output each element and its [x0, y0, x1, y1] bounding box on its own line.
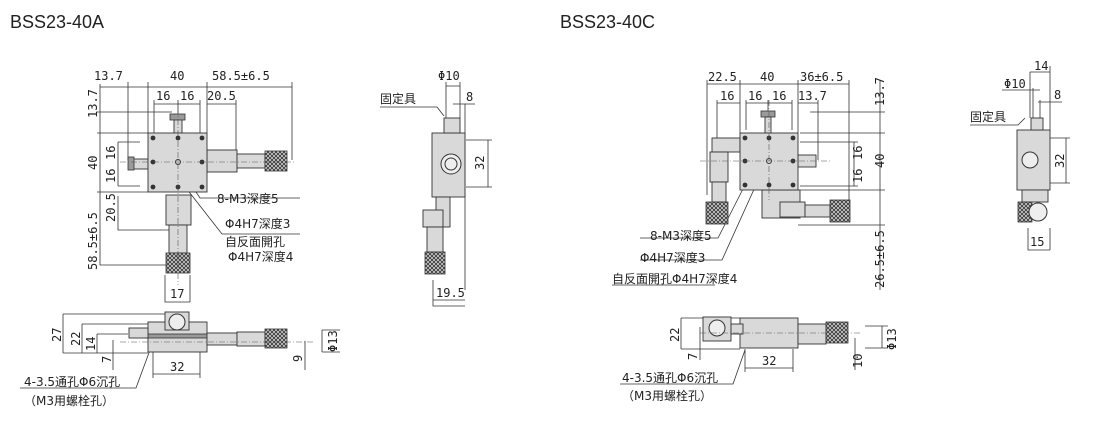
callout-label: 自反面開孔 — [225, 235, 285, 249]
dim-label: Φ10 — [438, 69, 460, 83]
dim-label: Φ10 — [1004, 77, 1026, 91]
a-front-view: 27 22 14 7 9 Φ13 32 4-3.5通孔Φ6沉孔 （M3用螺栓孔） — [20, 311, 340, 408]
dim-label: 16 — [156, 89, 170, 103]
a-x-actuator-body — [206, 149, 238, 173]
dim-label: 16 — [851, 146, 865, 160]
dim-label: 32 — [1053, 154, 1067, 168]
dim-label: 58.5±6.5 — [212, 69, 270, 83]
dim-label: 32 — [762, 354, 776, 368]
callout-label: Φ4H7深度4 — [228, 249, 293, 264]
note-label: （M3用螺栓孔） — [622, 388, 712, 403]
a-top-view: 13.7 40 58.5±6.5 16 16 20.5 13.7 40 16 1… — [86, 69, 300, 303]
dim-label: 13.7 — [798, 89, 827, 103]
note-label: （M3用螺栓孔） — [24, 393, 114, 408]
dim-label: 16 — [748, 89, 762, 103]
dim-label: 7 — [686, 353, 700, 360]
dim-label: Φ13 — [326, 330, 340, 352]
dim-label: 16 — [180, 89, 194, 103]
dim-label: 22.5 — [708, 70, 737, 84]
dim-label: 19.5 — [436, 286, 465, 300]
dim-label: 16 — [772, 89, 786, 103]
dim-label: 27 — [50, 328, 64, 342]
model-title-a: BSS23-40A — [10, 12, 105, 32]
dim-label: 17 — [170, 287, 184, 301]
dim-label: 7 — [100, 356, 114, 363]
a-x-micrometer-knob — [264, 150, 288, 172]
dim-label: 9 — [291, 355, 305, 362]
model-title-c: BSS23-40C — [560, 12, 656, 32]
dim-label: 8 — [1054, 88, 1061, 102]
callout-label: 自反面開孔Φ4H7深度4 — [612, 271, 737, 286]
dim-label: 22 — [668, 328, 682, 342]
note-label: 4-3.5通孔Φ6沉孔 — [622, 371, 718, 385]
dim-label: 20.5 — [104, 193, 118, 222]
dim-label: 8 — [466, 90, 473, 104]
a-stage-table — [147, 132, 208, 193]
callout-label: 8-M3深度5 — [217, 191, 279, 206]
a-y-actuator-body — [165, 194, 192, 226]
dim-label: 16 — [851, 169, 865, 183]
dim-label: 16 — [104, 146, 118, 160]
dim-label: 16 — [720, 89, 734, 103]
note-label: 4-3.5通孔Φ6沉孔 — [24, 375, 120, 389]
c-side-view: 14 Φ10 8 固定具 32 15 — [970, 59, 1070, 251]
dim-label: 22 — [69, 332, 83, 346]
dim-label: 20.5 — [207, 89, 236, 103]
dim-label: 40 — [170, 69, 184, 83]
dim-label: 16 — [104, 169, 118, 183]
dim-label: 10 — [851, 354, 865, 368]
dim-label: 32 — [473, 156, 487, 170]
c-front-view: 22 7 32 10 Φ13 4-3.5通孔Φ6沉孔 （M3用螺栓孔） — [620, 316, 899, 403]
callout-label: Φ4H7深度3 — [640, 250, 705, 265]
dim-label: Φ13 — [885, 328, 899, 350]
dim-label: 26.5±6.5 — [873, 230, 887, 288]
fixture-label: 固定具 — [380, 91, 416, 106]
dim-label: 14 — [84, 337, 98, 351]
dim-label: 40 — [86, 156, 100, 170]
a-side-view: Φ10 固定具 8 32 19.5 — [380, 69, 492, 307]
dim-label: 13.7 — [94, 69, 123, 83]
c-top-view: 22.5 40 36±6.5 16 16 16 13.7 13.7 16 16 … — [612, 70, 887, 290]
dim-label: 13.7 — [86, 89, 100, 118]
dim-label: 36±6.5 — [800, 70, 843, 84]
dim-label: 32 — [170, 360, 184, 374]
dim-label: 40 — [760, 70, 774, 84]
callout-label: Φ4H7深度3 — [225, 216, 290, 231]
callout-label: 8-M3深度5 — [650, 228, 712, 243]
a-x-micrometer-sleeve — [236, 153, 266, 169]
dim-label: 58.5±6.5 — [86, 212, 100, 270]
dim-label: 40 — [873, 154, 887, 168]
dim-label: 15 — [1030, 235, 1044, 249]
dim-label: 13.7 — [873, 77, 887, 106]
dim-label: 14 — [1034, 59, 1048, 73]
fixture-label: 固定具 — [970, 109, 1006, 124]
